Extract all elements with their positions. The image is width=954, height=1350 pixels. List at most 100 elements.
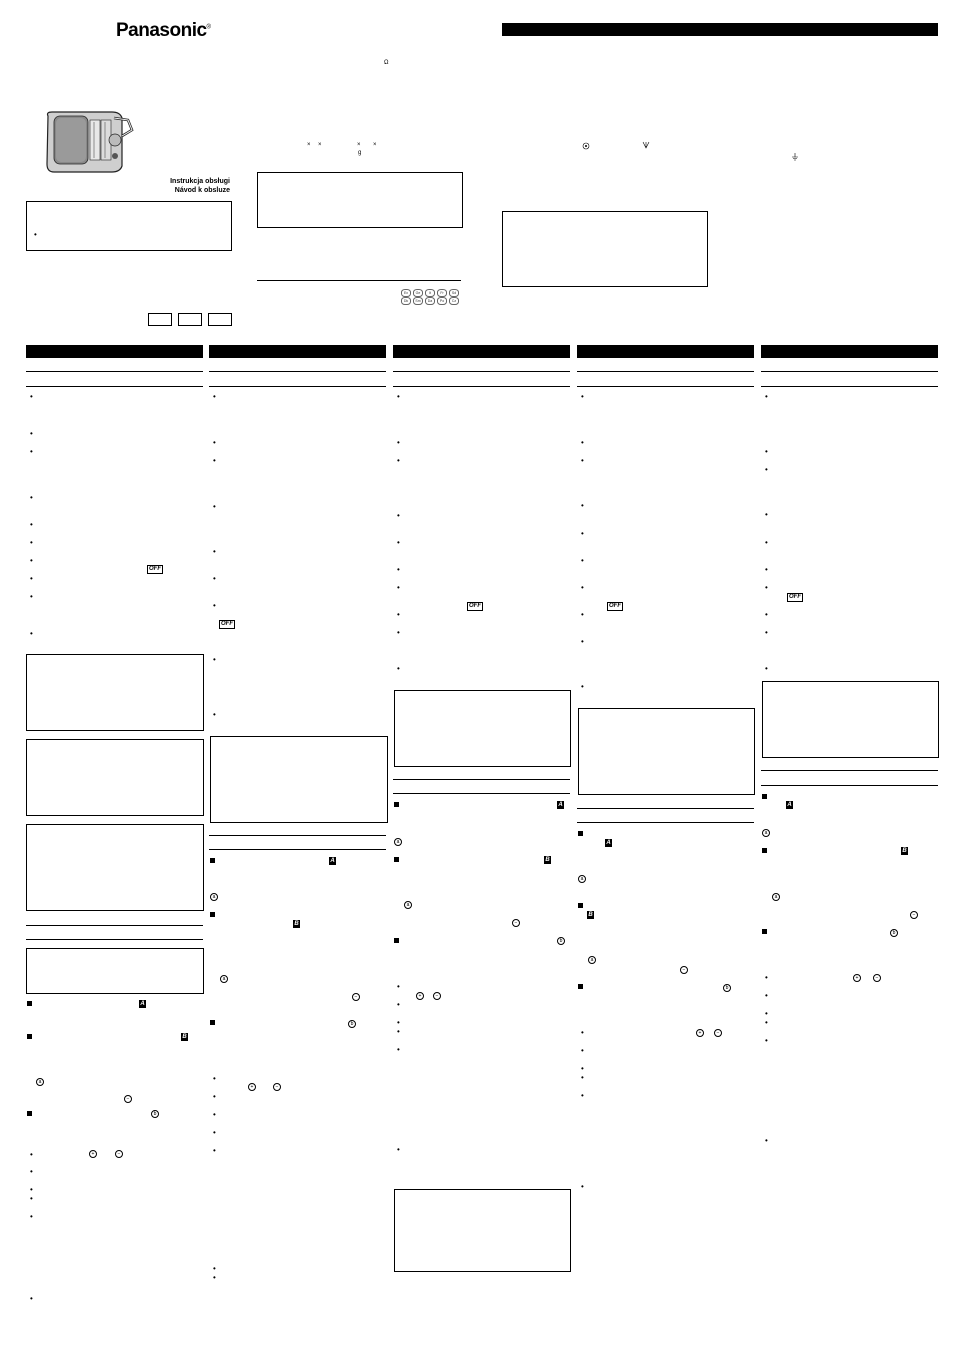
model-box-2 xyxy=(178,313,202,326)
title-polish: Instrukcja obsługi xyxy=(170,178,230,185)
bullet: • xyxy=(213,1074,216,1083)
divider xyxy=(577,386,754,387)
bullet: • xyxy=(397,392,400,401)
brand-logo: Panasonic® xyxy=(116,20,211,41)
divider xyxy=(577,371,754,372)
bullet: • xyxy=(213,1092,216,1101)
divider xyxy=(209,849,386,850)
bullet: • xyxy=(397,610,400,619)
divider xyxy=(209,371,386,372)
minus-terminal: − xyxy=(273,1083,281,1091)
bullet: • xyxy=(581,1064,584,1073)
callout-a: a xyxy=(578,875,586,883)
note-box xyxy=(578,708,755,795)
header-bar xyxy=(502,23,938,36)
off-label: OFF xyxy=(607,602,623,611)
callout-a: a xyxy=(588,956,596,964)
section-marker xyxy=(27,1111,32,1116)
bullet: • xyxy=(397,1027,400,1036)
title-czech: Návod k obsluze xyxy=(174,187,230,194)
bullet: • xyxy=(30,592,33,601)
bullet: • xyxy=(765,1018,768,1027)
callout-b: b xyxy=(557,937,565,945)
divider xyxy=(209,386,386,387)
divider xyxy=(761,386,938,387)
divider xyxy=(26,939,203,940)
minus-terminal: − xyxy=(714,1029,722,1037)
note-box xyxy=(394,690,571,767)
divider xyxy=(26,386,203,387)
bullet: • xyxy=(30,493,33,502)
bullet: • xyxy=(581,637,584,646)
bullet: • xyxy=(581,1073,584,1082)
section-marker xyxy=(210,1020,215,1025)
warning-box: • xyxy=(26,201,232,251)
callout-a: a xyxy=(36,1078,44,1086)
note-box xyxy=(762,681,939,758)
note-box xyxy=(210,736,388,823)
figure-ref-a: A xyxy=(557,801,564,809)
lang-code: It xyxy=(425,289,435,297)
section-marker xyxy=(394,938,399,943)
bullet: • xyxy=(397,456,400,465)
minus-terminal: − xyxy=(873,974,881,982)
bullet: • xyxy=(765,1009,768,1018)
lang-code: Sd xyxy=(449,289,459,297)
bullet: • xyxy=(30,520,33,529)
bullet: • xyxy=(30,574,33,583)
plus-terminal: + xyxy=(853,974,861,982)
bullet: • xyxy=(765,1136,768,1145)
dimension-times: × xyxy=(307,142,311,148)
minus-terminal: − xyxy=(680,966,688,974)
bullet: • xyxy=(765,538,768,547)
bullet: • xyxy=(213,574,216,583)
callout-b: b xyxy=(723,984,731,992)
figure-ref-a: A xyxy=(329,857,336,865)
bullet: • xyxy=(397,1145,400,1154)
divider xyxy=(577,808,754,809)
bullet: • xyxy=(765,973,768,982)
antenna-symbol-icon xyxy=(642,141,650,149)
off-label: OFF xyxy=(787,593,803,602)
divider xyxy=(577,822,754,823)
note-box xyxy=(26,948,204,994)
divider xyxy=(393,793,570,794)
callout-a: a xyxy=(404,901,412,909)
figure-ref-b: B xyxy=(181,1033,188,1041)
plus-terminal: + xyxy=(696,1029,704,1037)
lang-code: Dk xyxy=(401,297,411,305)
bullet: • xyxy=(765,664,768,673)
lang-code: Po xyxy=(437,297,447,305)
figure-ref-a: A xyxy=(605,839,612,847)
callout-a: a xyxy=(210,893,218,901)
callout-b: b xyxy=(151,1110,159,1118)
bullet: • xyxy=(765,465,768,474)
bullet: • xyxy=(30,1194,33,1203)
lang-code: Ex xyxy=(401,289,411,297)
ohm-symbol: Ω xyxy=(384,60,389,66)
divider xyxy=(393,779,570,780)
lang-code: Sm xyxy=(413,297,423,305)
section-marker xyxy=(762,929,767,934)
column-header-bar xyxy=(393,345,570,358)
bullet: • xyxy=(34,230,37,239)
off-label: OFF xyxy=(147,565,163,574)
model-box-1 xyxy=(148,313,172,326)
bullet: • xyxy=(30,1167,33,1176)
note-box xyxy=(26,739,204,816)
bullet: • xyxy=(397,565,400,574)
weight-unit: g xyxy=(358,150,362,156)
bullet: • xyxy=(397,1018,400,1027)
bullet: • xyxy=(581,456,584,465)
divider xyxy=(761,785,938,786)
divider xyxy=(209,835,386,836)
bullet: • xyxy=(765,991,768,1000)
lang-code: Da xyxy=(425,297,435,305)
bullet: • xyxy=(581,1046,584,1055)
bullet: • xyxy=(581,529,584,538)
figure-ref-a: A xyxy=(786,801,793,809)
bullet: • xyxy=(213,502,216,511)
bullet: • xyxy=(581,1028,584,1037)
callout-a: a xyxy=(394,838,402,846)
column-header-bar xyxy=(761,345,938,358)
